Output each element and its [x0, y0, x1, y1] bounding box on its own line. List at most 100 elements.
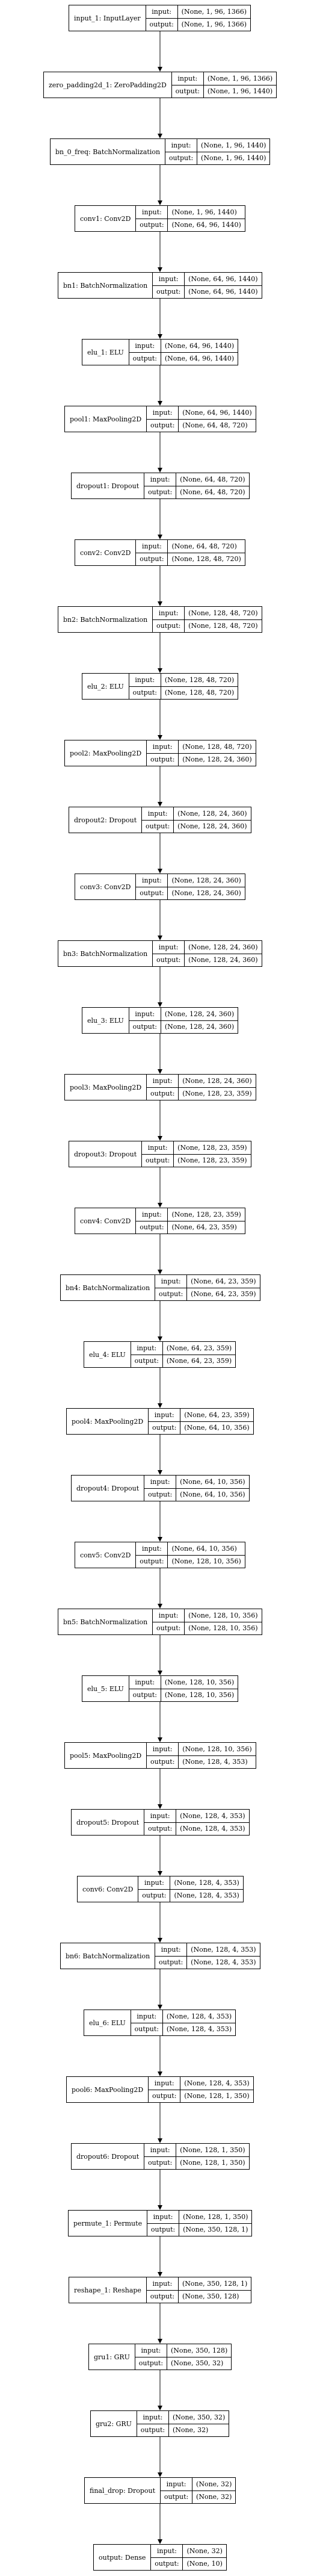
layer-node-21: pool4: MaxPooling2D input: (None, 64, 23…	[66, 1408, 254, 1435]
output-label: output:	[149, 1421, 181, 1434]
input-label: input:	[155, 1943, 188, 1956]
output-shape: (None, 128, 24, 360)	[182, 756, 252, 764]
output-row: output: (None, 128, 24, 360)	[153, 953, 262, 966]
layer-io: input: (None, 128, 10, 356) output: (Non…	[129, 1676, 238, 1701]
input-row: input: (None, 1, 96, 1440)	[165, 139, 269, 152]
output-label: output:	[149, 2090, 181, 2102]
layer-io: input: (None, 32) output: (None, 32)	[161, 2478, 236, 2503]
output-row: output: (None, 128, 23, 359)	[147, 1087, 256, 1100]
layer-name: elu_4: ELU	[84, 1342, 131, 1367]
output-row: output: (None, 128, 4, 353)	[131, 2022, 236, 2035]
input-shape: (None, 128, 4, 353)	[184, 2079, 250, 2087]
layer-node-10: elu_2: ELU input: (None, 128, 48, 720) o…	[82, 673, 239, 700]
layer-name: permute_1: Permute	[69, 2211, 148, 2236]
input-row: input: (None, 1, 96, 1366)	[172, 72, 276, 85]
layer-name: gru2: GRU	[91, 2411, 137, 2436]
output-label: output:	[147, 2290, 179, 2303]
input-label: input:	[147, 2211, 180, 2223]
input-shape: (None, 1, 96, 1440)	[201, 141, 266, 149]
input-shape: (None, 128, 10, 356)	[182, 1745, 252, 1753]
output-shape: (None, 128, 48, 720)	[188, 622, 258, 630]
output-shape: (None, 128, 4, 353)	[174, 1892, 239, 1900]
layer-name: dropout1: Dropout	[72, 473, 145, 498]
layer-name: bn6: BatchNormalization	[61, 1943, 156, 1969]
layer-io: input: (None, 128, 4, 353) output: (None…	[149, 2077, 253, 2102]
output-row: output: (None, 32)	[137, 2423, 229, 2436]
output-shape: (None, 64, 23, 359)	[171, 1223, 237, 1232]
output-shape: (None, 64, 23, 359)	[166, 1357, 232, 1365]
layer-name: elu_3: ELU	[82, 1008, 129, 1033]
layer-name: bn1: BatchNormalization	[58, 273, 153, 298]
layer-node-1: zero_padding2d_1: ZeroPadding2D input: (…	[43, 72, 277, 98]
output-row: output: (None, 64, 23, 359)	[131, 1354, 236, 1367]
input-row: input: (None, 64, 23, 359)	[155, 1275, 259, 1288]
output-label: output:	[155, 1288, 188, 1300]
input-label: input:	[153, 1609, 185, 1622]
output-row: output: (None, 128, 10, 356)	[136, 1554, 245, 1568]
layer-io: input: (None, 128, 4, 353) output: (None…	[155, 1943, 260, 1969]
input-row: input: (None, 1, 96, 1366)	[146, 5, 250, 18]
output-label: output:	[153, 954, 185, 966]
layer-io: input: (None, 64, 23, 359) output: (None…	[149, 1409, 253, 1434]
output-shape: (None, 128, 4, 353)	[182, 1758, 248, 1766]
output-shape: (None, 64, 96, 1440)	[164, 355, 235, 363]
output-row: output: (None, 350, 128)	[146, 2289, 251, 2303]
input-label: input:	[136, 1208, 168, 1221]
layer-name: pool4: MaxPooling2D	[67, 1409, 149, 1434]
input-label: input:	[151, 2545, 183, 2557]
input-row: input: (None, 128, 10, 356)	[129, 1676, 238, 1689]
input-label: input:	[136, 206, 168, 219]
output-row: output: (None, 64, 23, 359)	[155, 1287, 260, 1300]
layer-io: input: (None, 128, 23, 359) output: (Non…	[142, 1141, 251, 1167]
input-row: input: (None, 32)	[161, 2478, 235, 2491]
layer-name: input_1: InputLayer	[69, 5, 146, 31]
input-row: input: (None, 128, 4, 353)	[138, 1876, 242, 1889]
layer-node-33: permute_1: Permute input: (None, 128, 1,…	[68, 2210, 253, 2236]
layer-io: input: (None, 350, 128) output: (None, 3…	[135, 2344, 232, 2370]
layer-name: output: Dense	[94, 2545, 152, 2570]
output-row: output: (None, 32)	[161, 2490, 236, 2503]
layer-name: bn2: BatchNormalization	[58, 607, 153, 632]
layer-node-30: elu_6: ELU input: (None, 128, 4, 353) ou…	[84, 2010, 236, 2036]
input-row: input: (None, 64, 48, 720)	[136, 540, 244, 553]
output-shape: (None, 128, 24, 360)	[171, 889, 241, 898]
input-row: input: (None, 128, 4, 353)	[149, 2077, 253, 2090]
input-row: input: (None, 350, 128, 1)	[147, 2277, 251, 2290]
input-shape: (None, 32)	[196, 2480, 232, 2488]
input-label: input:	[142, 807, 174, 820]
layer-io: input: (None, 128, 24, 360) output: (Non…	[142, 807, 251, 833]
output-shape: (None, 1, 96, 1366)	[181, 20, 247, 29]
input-label: input:	[155, 1275, 188, 1288]
output-shape: (None, 32)	[196, 2493, 232, 2501]
input-row: input: (None, 128, 4, 353)	[155, 1943, 259, 1956]
input-shape: (None, 128, 4, 353)	[166, 2012, 232, 2020]
output-row: output: (None, 128, 4, 353)	[138, 1889, 243, 1902]
output-label: output:	[129, 352, 161, 365]
layer-node-25: elu_5: ELU input: (None, 128, 10, 356) o…	[82, 1675, 239, 1702]
output-shape: (None, 128, 23, 359)	[182, 1090, 252, 1098]
output-label: output:	[129, 686, 161, 699]
input-row: input: (None, 64, 23, 359)	[149, 1409, 253, 1421]
output-row: output: (None, 64, 96, 1440)	[136, 218, 245, 231]
input-label: input:	[147, 740, 179, 753]
layer-name: bn4: BatchNormalization	[61, 1275, 156, 1300]
layer-name: elu_5: ELU	[82, 1676, 129, 1701]
layer-name: pool6: MaxPooling2D	[67, 2077, 149, 2102]
layer-name: zero_padding2d_1: ZeroPadding2D	[44, 72, 172, 98]
layer-name: conv2: Conv2D	[75, 540, 137, 565]
output-label: output:	[138, 1889, 171, 1902]
layer-io: input: (None, 128, 48, 720) output: (Non…	[153, 607, 262, 632]
output-row: output: (None, 1, 96, 1366)	[146, 17, 251, 31]
output-shape: (None, 128, 1, 350)	[180, 2159, 245, 2167]
layer-node-38: output: Dense input: (None, 32) output: …	[93, 2544, 227, 2571]
input-row: input: (None, 1, 96, 1440)	[136, 206, 244, 219]
input-row: input: (None, 128, 23, 359)	[136, 1208, 244, 1221]
layer-node-0: input_1: InputLayer input: (None, 1, 96,…	[69, 5, 251, 31]
input-row: input: (None, 64, 96, 1440)	[129, 340, 238, 352]
output-label: output:	[147, 419, 179, 432]
output-row: output: (None, 128, 24, 360)	[136, 886, 245, 899]
input-shape: (None, 128, 48, 720)	[164, 675, 235, 684]
layer-name: elu_6: ELU	[84, 2010, 131, 2035]
layer-node-36: gru2: GRU input: (None, 350, 32) output:…	[90, 2410, 230, 2437]
